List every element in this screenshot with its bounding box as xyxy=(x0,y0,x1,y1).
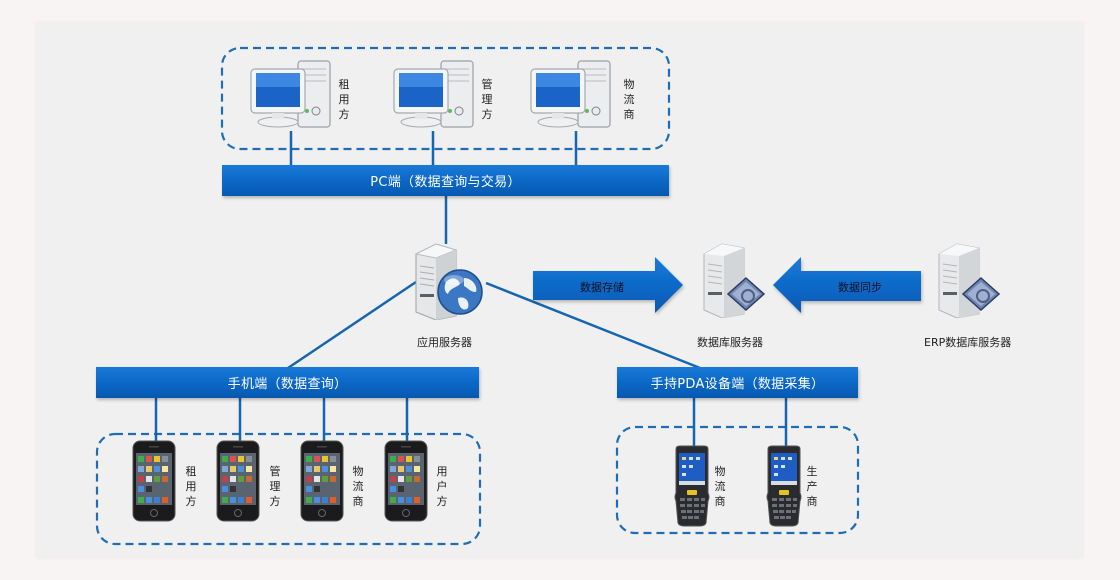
wire-app-server-to-mobile xyxy=(287,280,417,370)
db-server-label: 数据库服务器 xyxy=(697,336,763,349)
pc-terminal-label: 管理方 xyxy=(481,78,493,121)
pda-scanner-icon xyxy=(766,445,802,527)
pda-scanner-icon xyxy=(674,445,710,527)
data-store-arrow xyxy=(533,257,683,313)
pda-terminal-label: 生产商 xyxy=(806,465,818,508)
pc-terminal-label: 物流商 xyxy=(623,78,635,121)
pda-client-bar: 手持PDA设备端（数据采集） xyxy=(617,367,858,398)
wire-app-server-to-pda xyxy=(485,281,701,370)
smartphone-icon xyxy=(132,440,176,522)
smartphone-icon xyxy=(384,440,428,522)
mobile-terminal-label: 管理方 xyxy=(269,465,281,508)
data-sync-arrow xyxy=(773,257,921,313)
pda-group-outline xyxy=(615,425,860,535)
database-server-icon xyxy=(938,243,1001,318)
desktop-computer-icon xyxy=(530,60,611,128)
desktop-computer-icon xyxy=(250,60,331,128)
mobile-terminal-label: 物流商 xyxy=(352,465,364,508)
smartphone-icon xyxy=(216,440,260,522)
mobile-group-outline xyxy=(95,432,482,546)
pda-terminal-label: 物流商 xyxy=(714,465,726,508)
erp-server-label: ERP数据库服务器 xyxy=(924,336,1012,349)
pc-client-bar: PC端（数据查询与交易） xyxy=(222,165,669,196)
desktop-computer-icon xyxy=(393,60,474,128)
pc-terminal-label: 租用方 xyxy=(338,78,350,121)
mobile-client-bar: 手机端（数据查询） xyxy=(96,367,479,398)
pc-group-outline xyxy=(220,46,671,151)
smartphone-icon xyxy=(300,440,344,522)
app-server-label: 应用服务器 xyxy=(417,336,472,349)
mobile-terminal-label: 租用方 xyxy=(185,465,197,508)
database-server-icon xyxy=(703,243,766,318)
data-sync-label: 数据同步 xyxy=(838,281,882,294)
web-server-icon xyxy=(414,243,483,320)
mobile-terminal-label: 用户方 xyxy=(436,465,448,508)
data-store-label: 数据存储 xyxy=(580,281,624,294)
